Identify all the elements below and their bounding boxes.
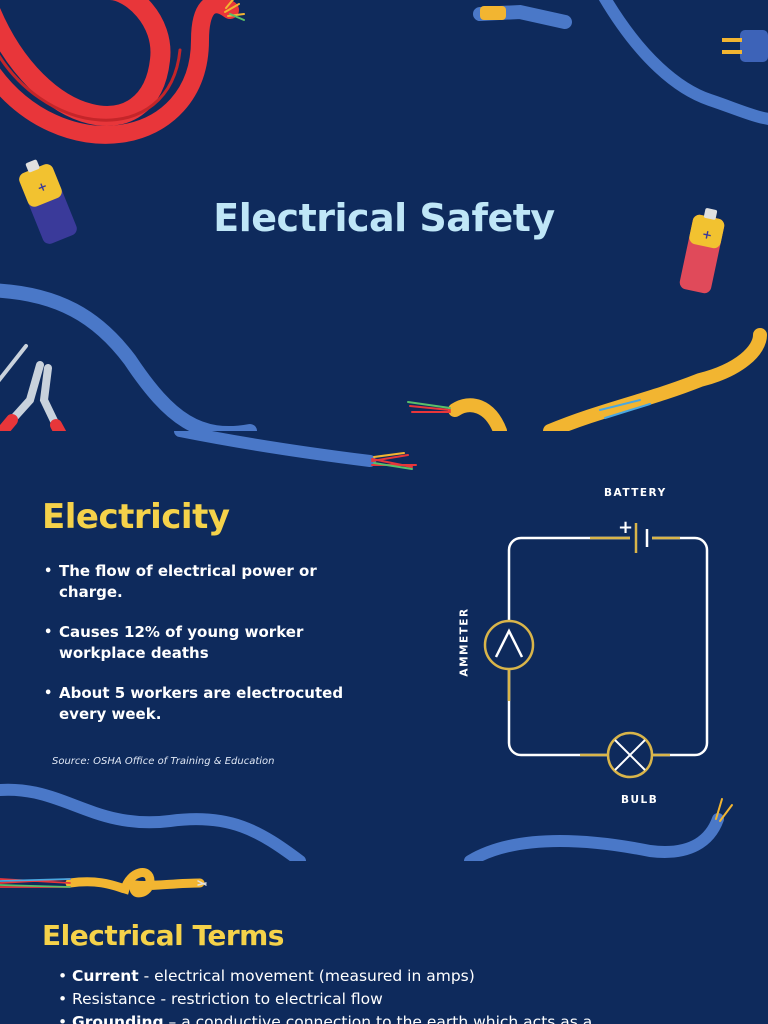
list-item: Current - electrical movement (measured … (58, 965, 698, 988)
blue-cable-icon (174, 431, 417, 470)
slide-title: Electrical Safety (213, 196, 555, 240)
source-note: Source: OSHA Office of Training & Educat… (52, 756, 275, 767)
term-definition: Resistance - restriction to electrical f… (72, 990, 383, 1008)
list-item: The flow of electrical power or charge. (42, 561, 372, 603)
blue-cable-icon (598, 0, 768, 125)
section-heading: Electrical Terms (42, 919, 284, 952)
bulb-label: BULB (621, 794, 659, 806)
plug-icon (722, 30, 768, 62)
pliers-icon (0, 361, 67, 431)
list-item: Resistance - restriction to electrical f… (58, 988, 698, 1011)
blue-cable-icon (0, 283, 257, 431)
list-item: About 5 workers are electrocuted every w… (42, 683, 372, 725)
svg-text:+: + (35, 179, 50, 196)
ammeter-icon (483, 619, 535, 671)
term-definition: – a conductive connection to the earth w… (163, 1013, 593, 1024)
title-slide: + + Electrical Safety (0, 0, 768, 431)
terms-list: Current - electrical movement (measured … (58, 965, 698, 1024)
bullet-list: The flow of electrical power or charge. … (42, 561, 372, 744)
term-label: Current (72, 967, 139, 985)
svg-text:+: + (701, 227, 714, 243)
blue-cable-icon (0, 783, 306, 861)
list-item: Grounding – a conductive connection to t… (58, 1011, 698, 1024)
battery-icon: + (679, 208, 725, 294)
yellow-cable-icon (0, 868, 207, 898)
electrical-terms-slide: Electrical Terms Current - electrical mo… (0, 861, 768, 1024)
battery-label: BATTERY (604, 487, 667, 499)
blue-cable-icon (473, 4, 572, 29)
battery-icon: + (19, 159, 77, 244)
blue-cable-icon (464, 798, 733, 861)
ammeter-label: AMMETER (458, 607, 471, 677)
bulb-icon (606, 731, 654, 779)
term-definition: - electrical movement (measured in amps) (138, 967, 475, 985)
battery-plus: + (618, 517, 633, 538)
yellow-cable-icon (407, 328, 767, 431)
screwdriver-icon (0, 344, 28, 383)
term-label: Grounding (72, 1013, 164, 1024)
red-cable-icon (0, 0, 245, 144)
circuit-diagram: + (483, 517, 709, 779)
electricity-slide: Electricity The flow of electrical power… (0, 431, 768, 861)
slide2-decorations (0, 431, 733, 861)
battery-symbol-icon: + (618, 517, 652, 553)
list-item: Causes 12% of young worker workplace dea… (42, 622, 372, 664)
slide3-decorations (0, 868, 207, 898)
section-heading: Electricity (42, 497, 230, 537)
